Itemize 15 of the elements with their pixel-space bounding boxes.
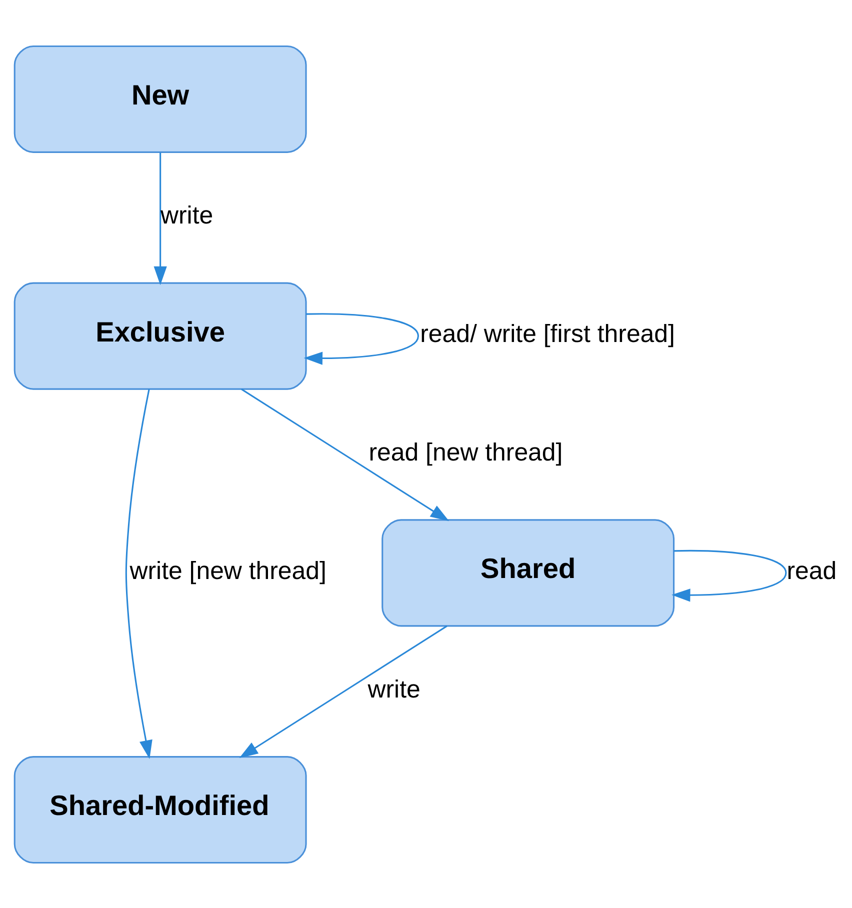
node-box: Shared xyxy=(382,518,675,626)
arrow xyxy=(154,152,167,285)
node-box: Exclusive xyxy=(14,282,307,390)
node-box: New xyxy=(14,44,307,152)
node-box: Shared-Modified xyxy=(14,756,307,864)
arrow xyxy=(304,312,419,364)
arrow xyxy=(241,388,450,521)
edge-label: read xyxy=(786,556,837,584)
arrow xyxy=(239,624,448,758)
edge-label: read [new thread] xyxy=(368,438,563,466)
edge-label: read/ write [first thread] xyxy=(420,319,675,348)
edge-label: write xyxy=(368,674,420,703)
edge-label: write [new thread] xyxy=(130,556,326,584)
arrow xyxy=(672,549,787,602)
arrow xyxy=(125,388,152,758)
